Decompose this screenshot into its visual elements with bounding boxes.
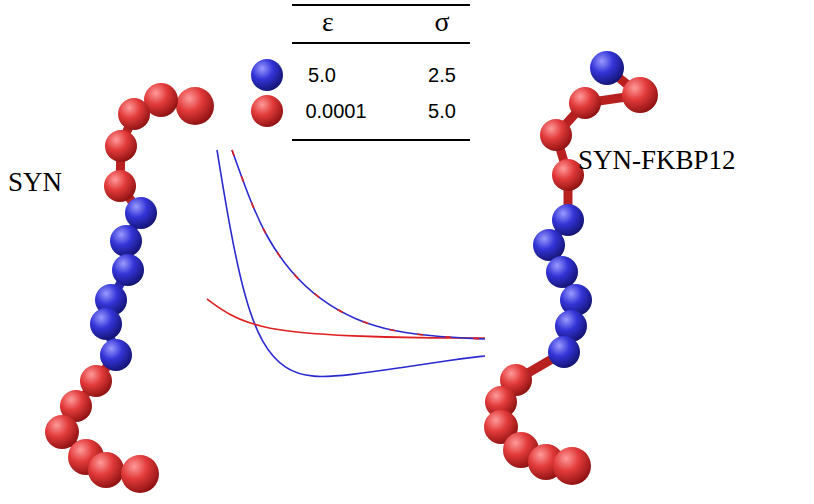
bead [110,225,142,257]
molecule-name: SYN [8,169,62,196]
bead-sample [251,95,283,127]
lj-curve [232,150,485,339]
bead [622,77,658,113]
bead [112,254,144,286]
lj-curve [207,299,485,338]
potential-curves [207,150,485,376]
bead-sample [251,59,283,91]
table-header: ε [322,8,334,36]
bead [548,336,580,368]
bead [553,447,591,485]
bead [546,256,578,288]
bead-chain [45,83,214,493]
bead [118,98,150,130]
bead [569,87,601,119]
table-cell: 2.5 [428,65,456,85]
table-cell: 0.0001 [305,101,366,121]
table-rule [292,5,470,140]
table-cell: 5.0 [308,65,336,85]
table-header: σ [434,8,449,36]
bead [121,455,159,493]
bead [105,130,137,162]
bead [590,51,624,85]
lj-curve-dash [232,150,485,339]
bead [540,119,572,151]
table-cell: 5.0 [428,101,456,121]
lj-curve [217,150,485,376]
bead [90,308,122,340]
bead [125,197,157,229]
bead-chain [484,51,658,485]
molecule-name: SYN-FKBP12 [578,147,736,174]
bead [80,365,112,397]
bead [104,170,136,202]
bead [100,339,132,371]
bead [88,452,124,488]
bead [176,87,214,125]
